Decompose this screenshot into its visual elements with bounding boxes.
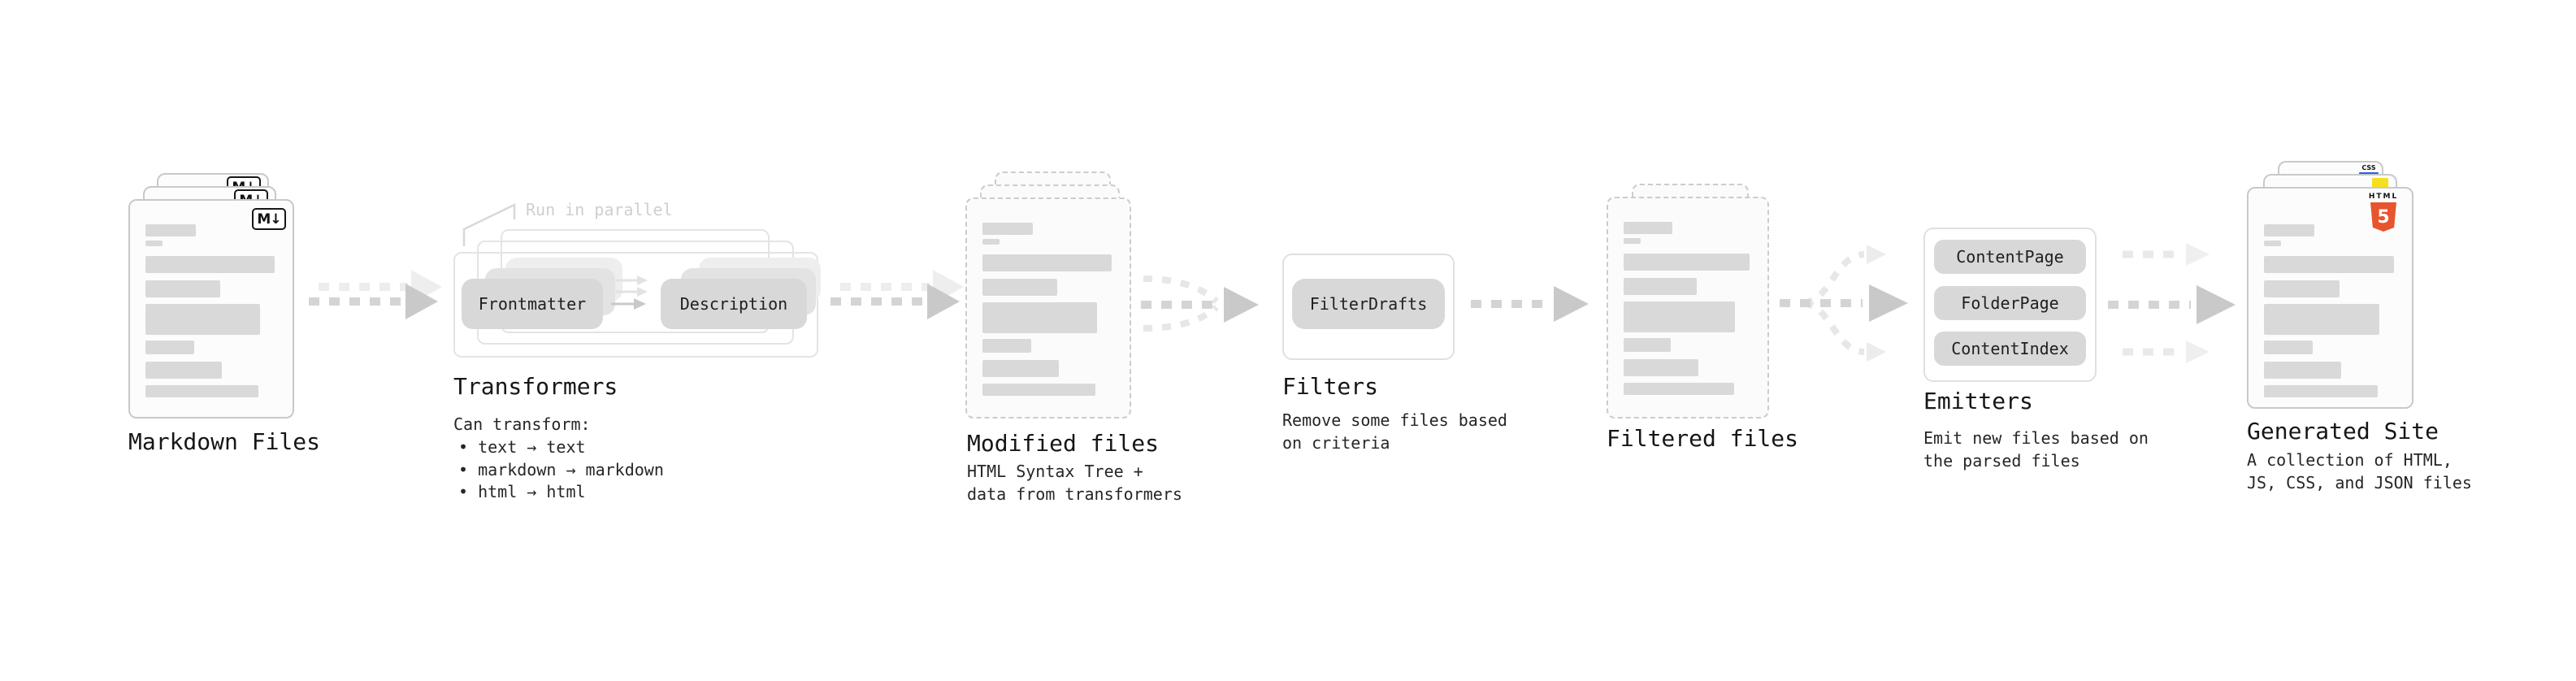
- folderpage-pill: FolderPage: [1934, 286, 2086, 320]
- modified-files-description: HTML Syntax Tree + data from transformer…: [967, 462, 1182, 504]
- filters-label: Filters: [1282, 373, 1379, 400]
- generated-site-label: Generated Site: [2247, 418, 2439, 445]
- transform-item: html → html: [458, 481, 664, 504]
- transformer-internal-arrows: [611, 275, 648, 310]
- doc-placeholder-lines: [982, 223, 1114, 396]
- doc-placeholder-lines: [145, 224, 277, 397]
- generated-doc-html: HTML 5: [2247, 187, 2413, 409]
- html5-icon-shield: 5: [2370, 202, 2396, 232]
- frontmatter-pill: Frontmatter: [462, 279, 603, 329]
- transform-item: markdown → markdown: [458, 459, 664, 482]
- arrow-markdown-to-transformers: [309, 270, 442, 319]
- contentpage-pill: ContentPage: [1934, 240, 2086, 274]
- markdown-doc-front: M↓: [128, 199, 294, 419]
- arrow-modified-to-filters: [1141, 275, 1259, 332]
- arrow-emitters-to-generated: [2108, 243, 2236, 363]
- run-in-parallel-callout-line: [462, 203, 516, 246]
- filterdrafts-pill: FilterDrafts: [1292, 279, 1445, 329]
- doc-placeholder-lines: [2264, 224, 2396, 397]
- filtered-files-label: Filtered files: [1607, 425, 1799, 452]
- transform-item: text → text: [458, 436, 664, 459]
- arrow-filters-to-filtered: [1471, 286, 1589, 322]
- contentindex-pill: ContentIndex: [1934, 332, 2086, 366]
- run-in-parallel-callout: Run in parallel: [526, 200, 673, 219]
- transformer-frame-front: [453, 252, 818, 358]
- description-pill: Description: [661, 279, 807, 329]
- emitters-description: Emit new files based on the parsed files: [1923, 428, 2149, 471]
- transforms-list: text → text markdown → markdown html → h…: [458, 436, 664, 504]
- arrow-filtered-to-emitters: [1780, 245, 1908, 362]
- filters-description: Remove some files based on criteria: [1282, 410, 1507, 453]
- modified-doc-front: [965, 197, 1131, 419]
- doc-placeholder-lines: [1624, 222, 1752, 395]
- transformers-label: Transformers: [453, 373, 618, 400]
- generated-site-description: A collection of HTML, JS, CSS, and JSON …: [2247, 450, 2472, 492]
- emitters-label: Emitters: [1923, 388, 2033, 414]
- html5-icon-title: HTML: [2368, 193, 2399, 201]
- modified-files-label: Modified files: [967, 430, 1160, 457]
- markdown-files-label: Markdown Files: [128, 428, 321, 455]
- html5-icon: HTML 5: [2366, 193, 2401, 232]
- markdown-icon: M↓: [252, 208, 286, 230]
- filtered-doc-front: [1607, 197, 1769, 419]
- transformers-subtitle: Can transform:: [453, 414, 591, 434]
- css-icon-text: CSS: [2361, 164, 2376, 171]
- arrow-transformers-to-modified: [830, 270, 964, 319]
